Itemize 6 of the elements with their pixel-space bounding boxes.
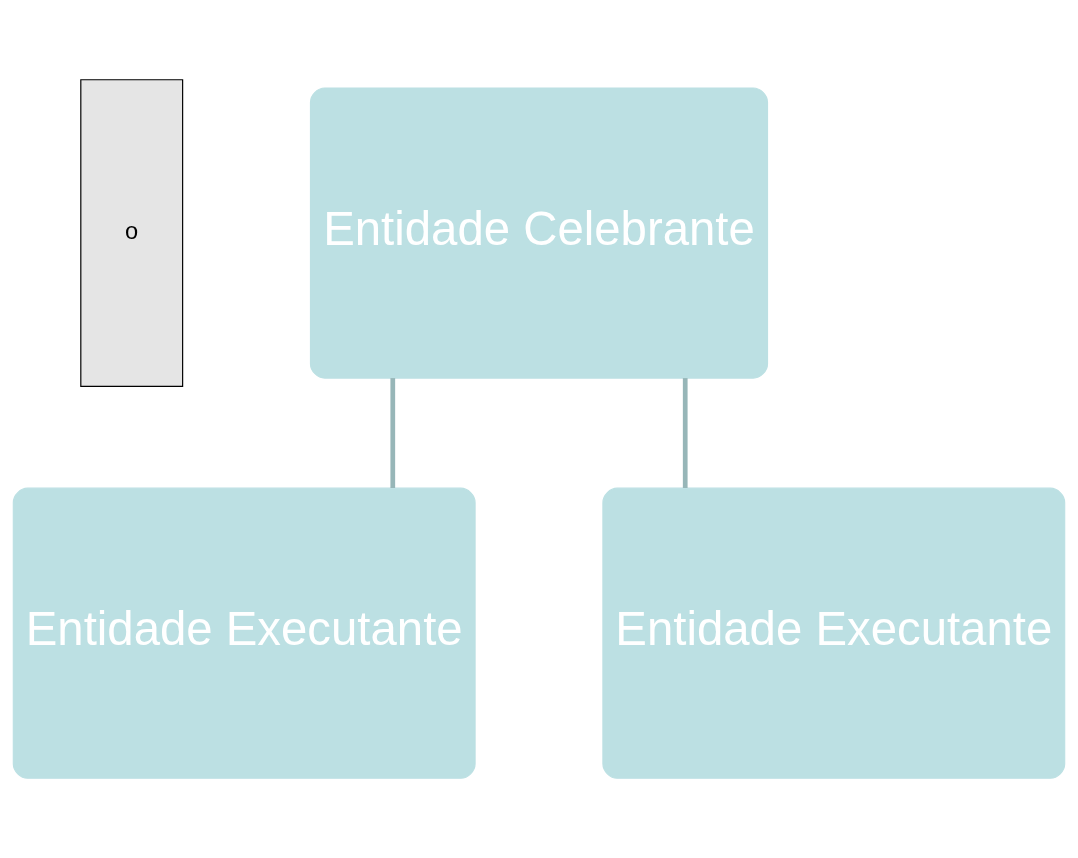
connector — [390, 378, 396, 488]
node-box: o — [80, 79, 184, 387]
node-box: Entidade Celebrante — [309, 87, 769, 379]
node-box: Entidade Executante — [602, 487, 1066, 779]
node-box: Entidade Executante — [12, 487, 476, 779]
connector — [682, 378, 688, 488]
